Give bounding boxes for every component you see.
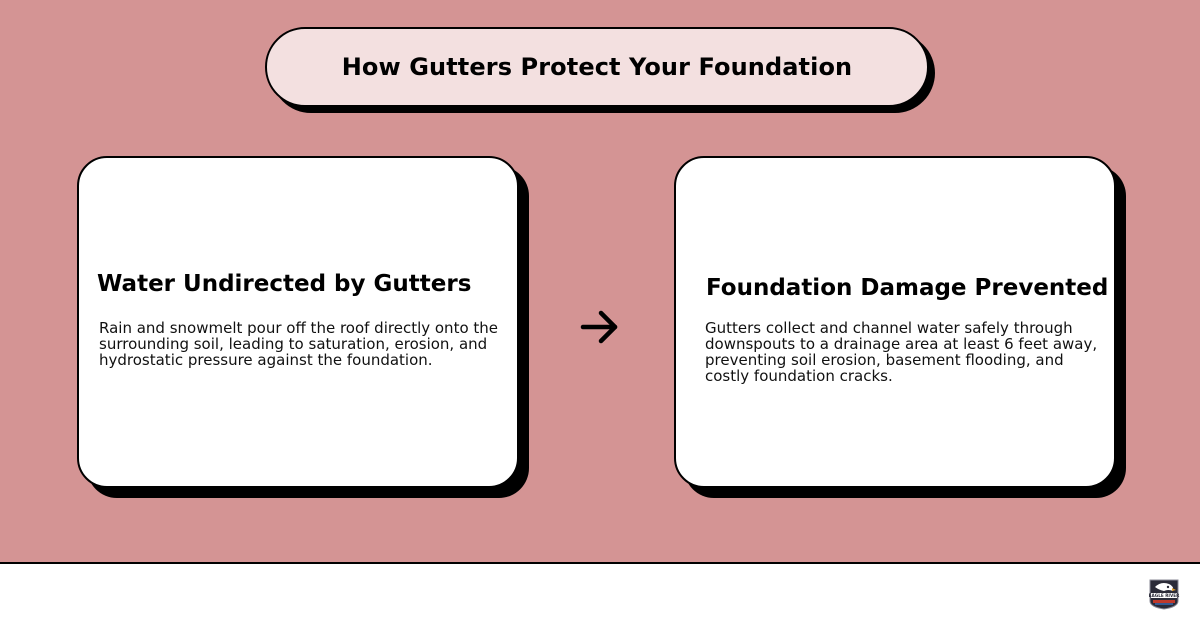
card-title: Foundation Damage Prevented (706, 275, 1109, 301)
card-damage-prevented: Foundation Damage Prevented Gutters coll… (674, 156, 1116, 488)
card-description: Gutters collect and channel water safely… (705, 319, 1098, 385)
card-title: Water Undirected by Gutters (97, 271, 472, 297)
eagle-logo-icon: EAGLE RIVER (1149, 579, 1180, 610)
logo-text: EAGLE RIVER (1149, 593, 1180, 598)
arrow-right-icon (580, 310, 618, 344)
page-title: How Gutters Protect Your Foundation (341, 53, 853, 81)
title-pill: How Gutters Protect Your Foundation (265, 27, 929, 107)
card-water-undirected: Water Undirected by Gutters Rain and sno… (77, 156, 519, 488)
diagram-area: How Gutters Protect Your Foundation Wate… (0, 0, 1200, 564)
card-description: Rain and snowmelt pour off the roof dire… (99, 319, 499, 369)
